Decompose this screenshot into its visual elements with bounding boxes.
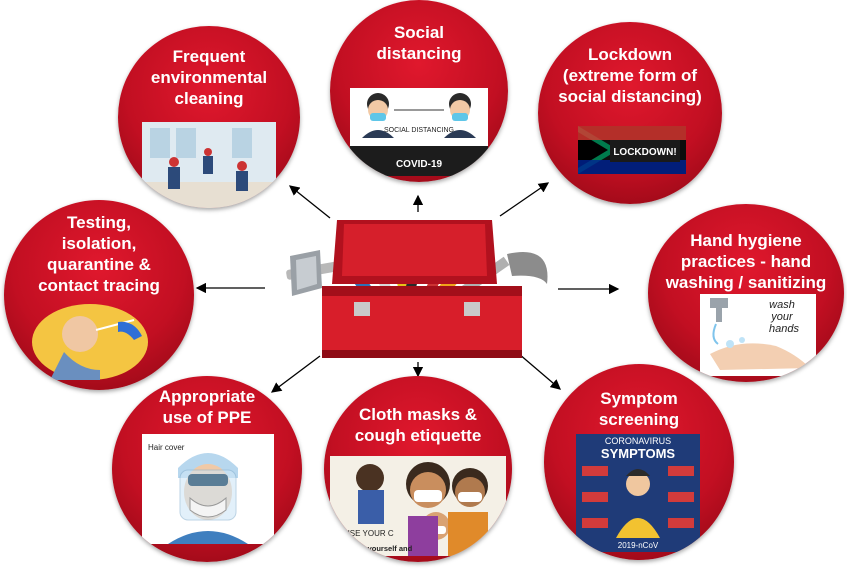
toolbox-body bbox=[322, 220, 522, 358]
symptoms-caption-2: SYMPTOMS bbox=[601, 446, 675, 461]
arrow-to-lockdown bbox=[499, 182, 550, 217]
node-symptoms: Symptom screening CORONAVIRUS SYMPTOMS 2… bbox=[544, 364, 734, 560]
title-line: screening bbox=[598, 410, 680, 429]
node-hygiene: Hand hygiene practices - hand washing / … bbox=[648, 204, 844, 382]
covid-banner: COVID-19 bbox=[396, 159, 443, 170]
node-symptoms-title: Symptom screening bbox=[544, 388, 734, 430]
title-line: Lockdown bbox=[587, 45, 673, 64]
title-line: use of PPE bbox=[162, 408, 252, 427]
node-distancing-title: Social distancing bbox=[330, 22, 508, 64]
node-cleaning: Frequent environmental cleaning bbox=[118, 26, 300, 208]
title-line: (extreme form of bbox=[562, 66, 698, 85]
title-line: Frequent bbox=[172, 47, 246, 66]
toolbox-illustration bbox=[286, 220, 548, 358]
masks-caption-2: Save yourself and bbox=[348, 544, 413, 553]
symptoms-caption-1: CORONAVIRUS bbox=[605, 436, 671, 446]
testing-image bbox=[30, 300, 156, 380]
lockdown-image: LOCKDOWN! bbox=[578, 126, 686, 174]
title-line: quarantine & bbox=[47, 255, 151, 274]
title-line: Symptom bbox=[600, 389, 678, 408]
title-line: cough etiquette bbox=[354, 426, 482, 445]
title-line: washing / sanitizing bbox=[665, 273, 827, 292]
arrow-to-cleaning bbox=[288, 185, 331, 219]
title-line: Appropriate bbox=[158, 387, 256, 406]
node-masks-title: Cloth masks & cough etiquette bbox=[324, 404, 512, 446]
symptoms-caption-3: 2019-nCoV bbox=[618, 541, 659, 550]
your-text: your bbox=[770, 311, 794, 323]
node-masks: Cloth masks & cough etiquette USE YOUR C… bbox=[324, 376, 512, 562]
title-line: Social bbox=[393, 23, 445, 42]
title-line: Testing, bbox=[67, 213, 131, 232]
hands-text: hands bbox=[769, 323, 799, 335]
wash-text: wash bbox=[769, 299, 795, 311]
distancing-image: SOCIAL DISTANCING COVID-19 bbox=[350, 88, 488, 176]
distancing-caption: SOCIAL DISTANCING bbox=[384, 127, 454, 134]
node-distancing: Social distancing SOCIAL DISTANCING COVI… bbox=[330, 0, 508, 182]
title-line: social distancing) bbox=[558, 87, 702, 106]
ppe-image: Hair cover bbox=[142, 434, 274, 544]
node-hygiene-title: Hand hygiene practices - hand washing / … bbox=[648, 230, 844, 293]
title-line: distancing bbox=[376, 44, 462, 63]
masks-image: USE YOUR C Save yourself and bbox=[330, 456, 506, 556]
title-line: contact tracing bbox=[38, 276, 160, 295]
arrow-to-ppe bbox=[270, 355, 321, 393]
lockdown-caption: LOCKDOWN! bbox=[613, 147, 676, 158]
node-testing-title: Testing, isolation, quarantine & contact… bbox=[4, 212, 194, 296]
node-ppe: Appropriate use of PPE Hair cover bbox=[112, 376, 302, 562]
masks-caption-1: USE YOUR C bbox=[344, 529, 394, 538]
title-line: isolation, bbox=[61, 234, 137, 253]
node-cleaning-title: Frequent environmental cleaning bbox=[118, 46, 300, 109]
cleaning-image bbox=[142, 122, 276, 208]
node-testing: Testing, isolation, quarantine & contact… bbox=[4, 200, 194, 390]
node-lockdown-title: Lockdown (extreme form of social distanc… bbox=[538, 44, 722, 107]
title-line: Hand hygiene bbox=[690, 231, 802, 250]
title-line: cleaning bbox=[174, 89, 244, 108]
title-line: environmental bbox=[150, 68, 268, 87]
title-line: practices - hand bbox=[680, 252, 812, 271]
node-lockdown: Lockdown (extreme form of social distanc… bbox=[538, 22, 722, 204]
hair-cover-label: Hair cover bbox=[148, 443, 185, 452]
symptoms-image: CORONAVIRUS SYMPTOMS 2019-nCoV bbox=[576, 434, 700, 552]
node-ppe-title: Appropriate use of PPE bbox=[112, 386, 302, 428]
hygiene-image: wash your hands bbox=[700, 294, 816, 376]
title-line: Cloth masks & bbox=[358, 405, 478, 424]
